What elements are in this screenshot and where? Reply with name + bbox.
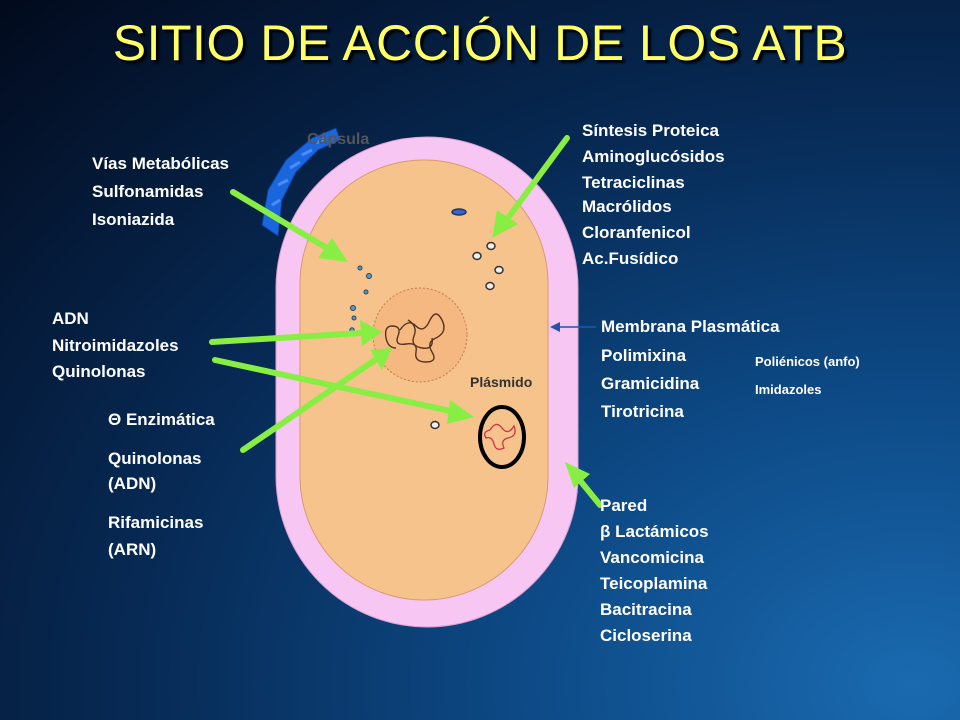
label-pared-1: β Lactámicos — [600, 522, 709, 541]
arrow-enzimatica — [240, 357, 378, 453]
label-vias-1: Sulfonamidas — [92, 182, 204, 201]
label-sintesis-3: Macrólidos — [582, 197, 672, 216]
arrow-vias — [230, 189, 333, 253]
label-adn-1: Nitroimidazoles — [52, 336, 179, 355]
label-sintesis-4: Cloranfenicol — [582, 223, 691, 242]
ribosomes — [430, 208, 504, 430]
label-enzimatica-3: Rifamicinas — [108, 513, 204, 532]
label-imidazoles: Imidazoles — [755, 382, 822, 397]
dna-strand — [384, 313, 445, 363]
capsule-shape — [261, 127, 341, 237]
label-membrana-3: Tirotricina — [601, 402, 684, 421]
page-title: SITIO DE ACCIÓN DE LOS ATB — [112, 15, 848, 71]
label-enzimatica-1: Quinolonas — [108, 449, 202, 468]
label-adn-0: ADN — [52, 309, 89, 328]
label-enzimatica-4: (ARN) — [108, 540, 157, 559]
label-sintesis-0: Síntesis Proteica — [582, 121, 720, 140]
label-membrana-0: Membrana Plasmática — [601, 317, 780, 336]
label-membrana-2: Gramicidina — [601, 374, 700, 393]
arrow-adn-nucleoid — [209, 330, 365, 345]
label-pared-2: Vancomicina — [600, 548, 704, 567]
label-membrana-1: Polimixina — [601, 346, 687, 365]
label-plasmido: Plásmido — [470, 374, 533, 390]
plasmid — [478, 405, 526, 469]
label-pared-5: Cicloserina — [600, 626, 692, 645]
label-adn-2: Quinolonas — [52, 362, 146, 381]
plasmid-dna — [484, 423, 516, 450]
green-arrows — [209, 135, 603, 508]
membrane-arrow — [550, 322, 596, 332]
label-vias-0: Vías Metabólicas — [92, 154, 230, 173]
label-vias-2: Isoniazida — [92, 210, 175, 229]
label-sintesis-1: Aminoglucósidos — [582, 147, 725, 166]
label-sintesis-2: Tetraciclinas — [582, 173, 685, 192]
arrow-pared — [575, 475, 603, 508]
label-sintesis-5: Ac.Fusídico — [582, 249, 679, 268]
label-pared-0: Pared — [600, 496, 648, 515]
arrow-sintesis — [505, 135, 570, 221]
label-pared-4: Bacitracina — [600, 600, 692, 619]
label-enzimatica-2: (ADN) — [108, 474, 157, 493]
capsule-texture — [271, 136, 327, 207]
label-capsula: Cápsula — [307, 131, 370, 148]
label-pared-3: Teicoplamina — [600, 574, 708, 593]
nucleoid — [372, 287, 468, 383]
label-enzimatica-0: Θ Enzimática — [108, 410, 215, 429]
label-polienicos: Poliénicos (anfo) — [755, 354, 860, 369]
